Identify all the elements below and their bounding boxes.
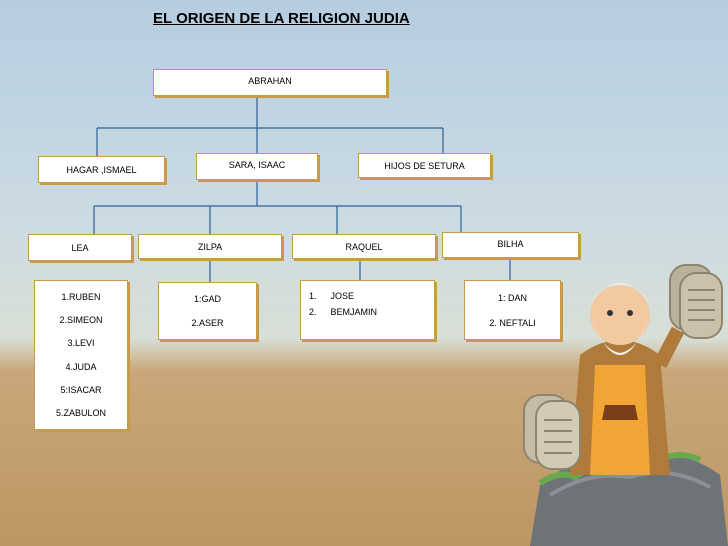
node-hagar-ismael: HAGAR ,ISMAEL bbox=[38, 156, 165, 183]
moses-illustration bbox=[523, 264, 728, 546]
list-text: JOSE bbox=[330, 291, 355, 301]
node-abrahan: ABRAHAN bbox=[153, 69, 387, 96]
list-item: 5.ZABULON bbox=[55, 408, 106, 419]
node-label: HAGAR ,ISMAEL bbox=[66, 164, 137, 175]
page-title: EL ORIGEN DE LA RELIGION JUDIA bbox=[153, 10, 410, 27]
list-item: 1: DAN bbox=[497, 292, 527, 303]
list-item: 1. JOSE bbox=[309, 291, 354, 301]
list-item: 5:ISACAR bbox=[60, 384, 102, 395]
node-label: HIJOS DE SETURA bbox=[384, 160, 465, 171]
node-label: ZILPA bbox=[197, 241, 223, 252]
list-item: 1.RUBEN bbox=[61, 291, 101, 302]
node-raquel: RAQUEL bbox=[292, 234, 436, 259]
node-label: LEA bbox=[71, 242, 89, 253]
list-item: 2.SIMEON bbox=[59, 314, 103, 325]
node-label: ABRAHAN bbox=[248, 76, 292, 86]
node-lea: LEA bbox=[28, 234, 132, 261]
list-item: 4.JUDA bbox=[65, 361, 97, 372]
node-hijos-de-setura: HIJOS DE SETURA bbox=[358, 153, 491, 178]
node-zilpa: ZILPA bbox=[138, 234, 282, 259]
node-label: RAQUEL bbox=[345, 241, 383, 252]
list-item: 1:GAD bbox=[193, 294, 221, 304]
node-sara-isaac: SARA, ISAAC bbox=[196, 153, 318, 180]
list-item: 2. BEMJAMIN bbox=[309, 307, 377, 317]
node-label: BILHA bbox=[497, 239, 524, 249]
list-item: 3.LEVI bbox=[67, 338, 95, 349]
node-label: SARA, ISAAC bbox=[228, 160, 286, 170]
raquel-children-list: 1. JOSE 2. BEMJAMIN bbox=[300, 280, 435, 340]
zilpa-children-list: 1:GAD 2.ASER bbox=[158, 282, 257, 340]
node-bilha: BILHA bbox=[442, 232, 579, 258]
list-item: 2.ASER bbox=[191, 318, 224, 328]
bilha-children-list: 1: DAN 2. NEFTALI bbox=[464, 280, 561, 340]
list-item: 2. NEFTALI bbox=[489, 317, 536, 328]
list-number: 1. bbox=[309, 291, 317, 301]
list-number: 2. bbox=[309, 307, 317, 317]
list-text: BEMJAMIN bbox=[330, 307, 378, 317]
lea-children-list: 1.RUBEN 2.SIMEON 3.LEVI 4.JUDA 5:ISACAR … bbox=[34, 280, 128, 430]
